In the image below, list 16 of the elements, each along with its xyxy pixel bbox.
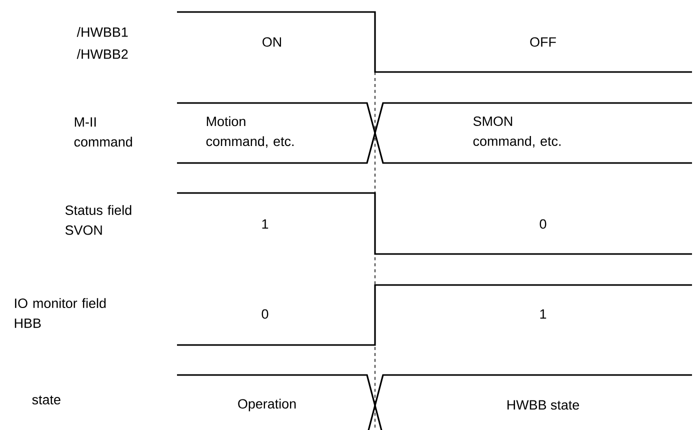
state-value: Motion command, etc. — [206, 116, 294, 148]
signal-name: M-II command — [74, 117, 132, 147]
signal-name: /HWBB2 — [76, 49, 128, 59]
signal-name: Status field SVON — [65, 205, 132, 235]
state-value: HWBB state — [508, 400, 580, 410]
state-value: 1 — [540, 309, 546, 319]
state-value: 0 — [262, 309, 268, 319]
signal-name: /HWBB1 — [76, 27, 128, 37]
signal-name: state — [32, 396, 60, 404]
state-value: OFF — [530, 37, 556, 47]
state-value: Operation — [238, 398, 296, 412]
signal-name: IO monitor field HBB — [14, 298, 106, 328]
state-value: 1 — [262, 219, 268, 229]
state-value: 0 — [540, 219, 546, 229]
state-value: SMON command, etc. — [473, 116, 561, 148]
state-value: ON — [262, 37, 281, 47]
